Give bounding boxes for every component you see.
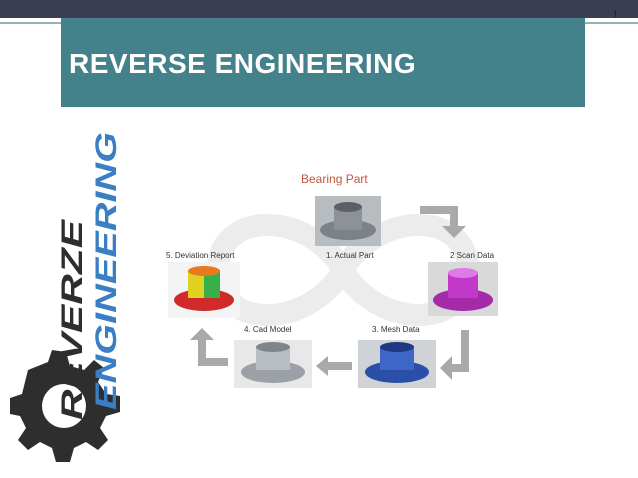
step-label-scan-data: 2 Scan Data bbox=[450, 251, 495, 260]
process-diagram: Bearing Part 1. Actual Part 2 Scan Data … bbox=[166, 172, 498, 388]
scan-data-image bbox=[428, 262, 498, 316]
arrow-cad-to-deviation bbox=[190, 328, 228, 366]
arrow-scan-to-mesh bbox=[440, 330, 469, 380]
page-number: 1 bbox=[613, 9, 618, 20]
mesh-data-image bbox=[358, 340, 436, 388]
top-bar bbox=[0, 0, 638, 18]
cad-model-image bbox=[234, 340, 312, 388]
arrow-part-to-scan bbox=[420, 206, 466, 238]
step-label-mesh-data: 3. Mesh Data bbox=[372, 325, 420, 334]
step-label-deviation-report: 5. Deviation Report bbox=[166, 251, 235, 260]
slide-title: REVERSE ENGINEERING bbox=[69, 48, 417, 79]
reverse-engineering-logo: REVERZE ENGINEERING bbox=[10, 132, 123, 462]
diagram-title: Bearing Part bbox=[301, 172, 368, 186]
title-banner: REVERSE ENGINEERING bbox=[61, 18, 585, 107]
deviation-report-image bbox=[168, 262, 240, 318]
gear-icon bbox=[10, 350, 120, 462]
arrow-mesh-to-cad bbox=[316, 356, 352, 376]
step-label-cad-model: 4. Cad Model bbox=[244, 325, 292, 334]
actual-part-image bbox=[315, 196, 381, 246]
logo-word-reverze: REVERZE bbox=[56, 219, 89, 420]
logo-word-engineering: ENGINEERING bbox=[90, 132, 123, 410]
step-label-actual-part: 1. Actual Part bbox=[326, 251, 374, 260]
